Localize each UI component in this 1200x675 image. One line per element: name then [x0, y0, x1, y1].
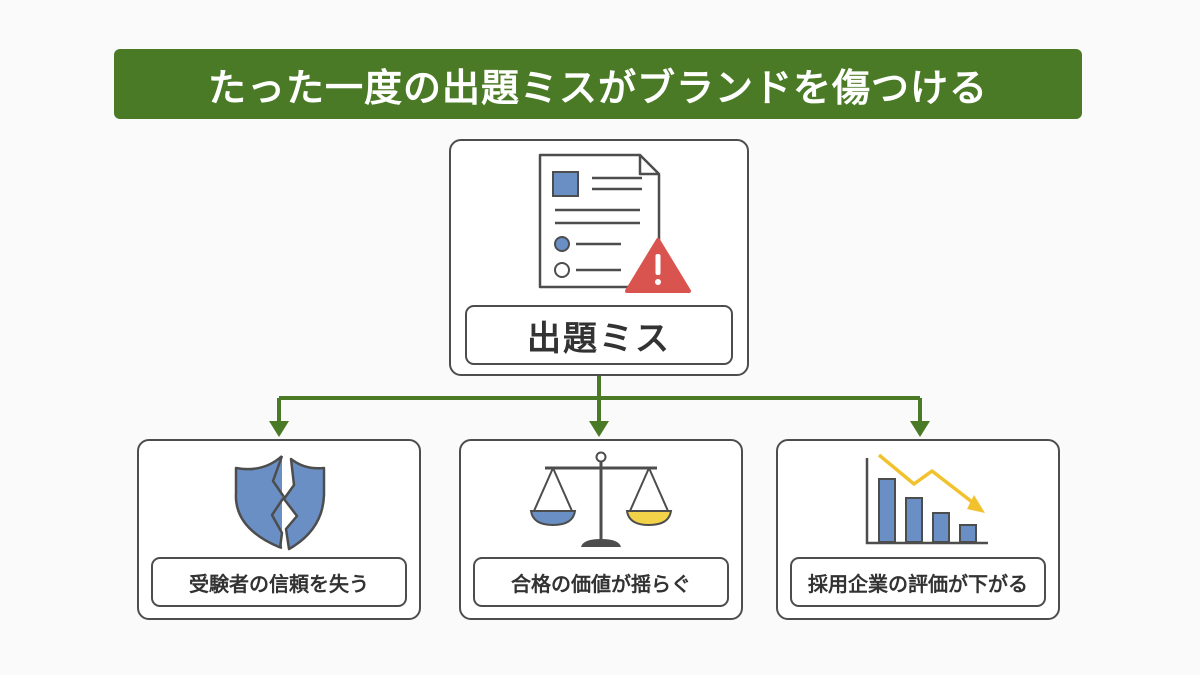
consequence-label-value: 合格の価値が揺らぐ: [473, 557, 729, 607]
center-node: 出題ミス: [449, 139, 749, 376]
consequence-label-trust: 受験者の信頼を失う: [151, 557, 407, 607]
diagram-title: たった一度の出題ミスがブランドを傷つける: [207, 65, 988, 110]
consequence-node-value: 合格の価値が揺らぐ: [459, 439, 743, 620]
title-banner: たった一度の出題ミスがブランドを傷つける: [114, 49, 1082, 119]
center-label: 出題ミス: [465, 305, 733, 365]
consequence-node-employer: 採用企業の評価が下がる: [776, 439, 1060, 620]
document-warning-icon: [538, 153, 691, 293]
declining-bar-chart-icon: [865, 453, 988, 545]
arrowhead-left-icon: [269, 421, 289, 437]
broken-shield-icon: [234, 455, 326, 551]
arrowhead-right-icon: [910, 421, 930, 437]
consequence-node-trust: 受験者の信頼を失う: [137, 439, 421, 620]
consequence-label-employer: 採用企業の評価が下がる: [790, 557, 1046, 607]
balance-scale-icon: [529, 451, 673, 547]
arrowhead-middle-icon: [589, 421, 609, 437]
